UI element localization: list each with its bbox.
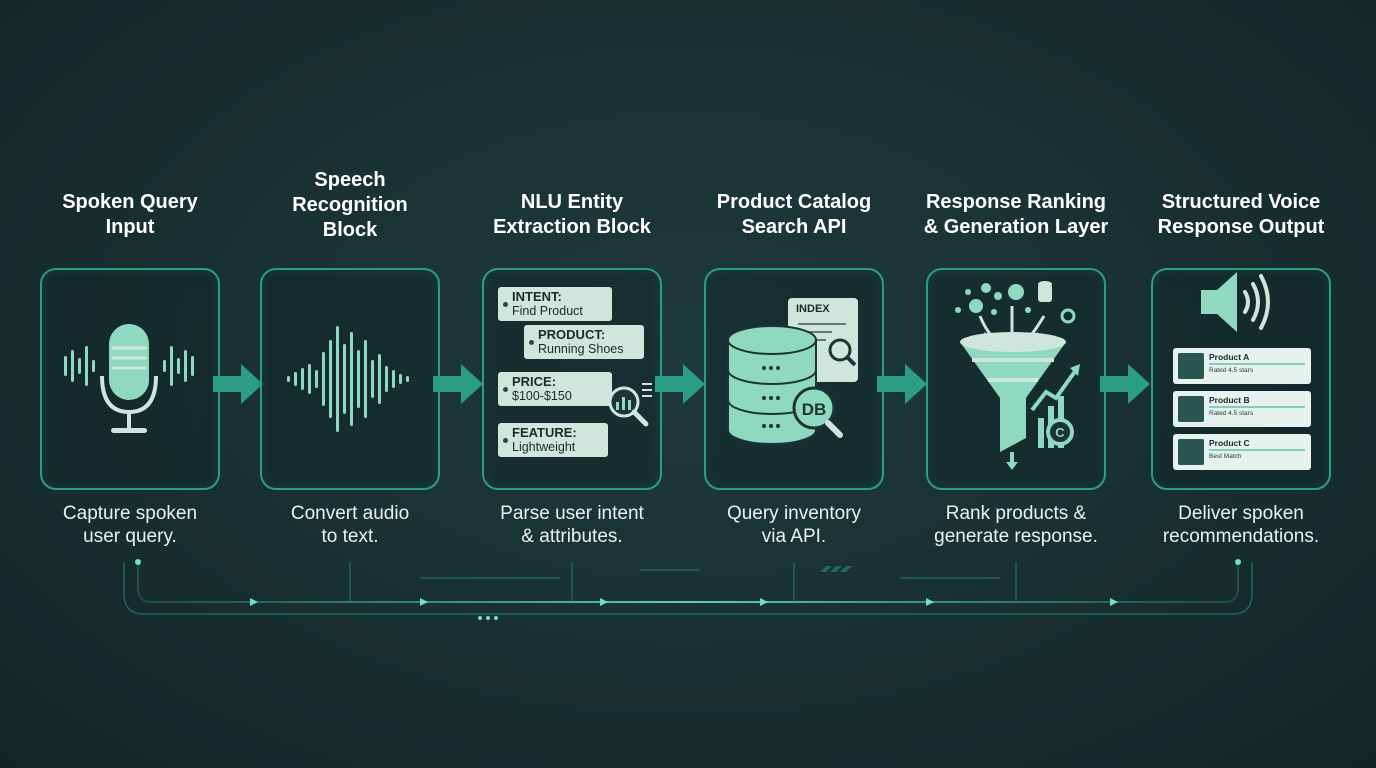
entity-value: Find Product (512, 304, 583, 318)
waveform-icon (287, 326, 409, 432)
stage-title-response-ranking: Response Ranking & Generation Layer (923, 191, 1109, 238)
stage-title-catalog-search: Product Catalog Search API (716, 191, 872, 238)
image-icon (1178, 353, 1204, 379)
image-icon (1178, 396, 1204, 422)
result-card-product-a: Product A Rated 4.5 stars (1173, 348, 1311, 384)
result-name: Product C (1209, 438, 1250, 448)
entity-value: Running Shoes (538, 342, 624, 356)
stage-title-nlu-extraction: NLU Entity Extraction Block (493, 191, 651, 238)
stage-title-speech-recognition: Speech Recognition Block (292, 168, 408, 241)
result-meta: Rated 4.5 stars (1209, 367, 1254, 374)
entity-tag-product: PRODUCT: Running Shoes (524, 325, 644, 359)
entity-key: PRODUCT: (538, 327, 606, 342)
magnifier-chart-icon (608, 383, 652, 427)
stage-box-nlu-extraction: INTENT: Find Product PRODUCT: Running Sh… (482, 268, 662, 490)
result-card-product-c: Product C Best Match (1173, 434, 1311, 470)
stage-desc-spoken-query: Capture spoken user query. (62, 503, 198, 547)
database-icon: INDEX DB (727, 298, 858, 445)
stage-desc-catalog-search: Query inventory via API. (726, 503, 862, 547)
result-meta: Best Match (1209, 453, 1242, 460)
entity-tag-price: PRICE: $100-$150 (498, 372, 612, 406)
db-label: DB (802, 400, 827, 419)
entity-tag-intent: INTENT: Find Product (498, 287, 612, 321)
stage-box-catalog-search: INDEX DB (704, 268, 884, 490)
stage-box-voice-output: Product A Rated 4.5 stars Product B Rate… (1151, 268, 1331, 490)
entity-value: Lightweight (512, 440, 576, 454)
stage-box-spoken-query (40, 268, 220, 490)
entity-key: INTENT: (512, 289, 562, 304)
stage-desc-voice-output: Deliver spoken recommendations. (1162, 503, 1320, 547)
entity-key: FEATURE: (512, 425, 577, 440)
stage-desc-response-ranking: Rank products & generate response. (934, 503, 1098, 547)
result-meta: Rated 4.5 stars (1209, 410, 1254, 417)
arrow-right-icon (877, 364, 927, 404)
arrow-right-icon (213, 364, 263, 404)
stage-box-response-ranking: C (926, 268, 1106, 490)
result-divider (1209, 449, 1305, 451)
funnel-icon: C (955, 281, 1080, 470)
stage-title-spoken-query: Spoken Query Input (62, 191, 198, 238)
image-icon (1178, 439, 1204, 465)
microphone-icon (64, 324, 194, 433)
result-divider (1209, 363, 1305, 365)
arrow-right-icon (433, 364, 483, 404)
result-name: Product B (1209, 395, 1250, 405)
result-card-product-b: Product B Rated 4.5 stars (1173, 391, 1311, 427)
arrow-right-icon (1100, 364, 1150, 404)
result-name: Product A (1209, 352, 1250, 362)
speaker-icon (1201, 272, 1270, 332)
stage-desc-speech-recognition: Convert audio to text. (290, 503, 410, 547)
data-flow-circuit (123, 559, 1253, 620)
result-divider (1209, 406, 1305, 408)
stage-title-voice-output: Structured Voice Response Output (1157, 191, 1325, 238)
stage-box-speech-recognition (260, 268, 440, 490)
index-label: INDEX (796, 303, 830, 315)
arrow-right-icon (655, 364, 705, 404)
entity-value: $100-$150 (512, 389, 572, 403)
stage-desc-nlu-extraction: Parse user intent & attributes. (500, 503, 644, 547)
entity-tag-feature: FEATURE: Lightweight (498, 423, 608, 457)
entity-key: PRICE: (512, 374, 557, 389)
svg-text:C: C (1055, 425, 1065, 440)
